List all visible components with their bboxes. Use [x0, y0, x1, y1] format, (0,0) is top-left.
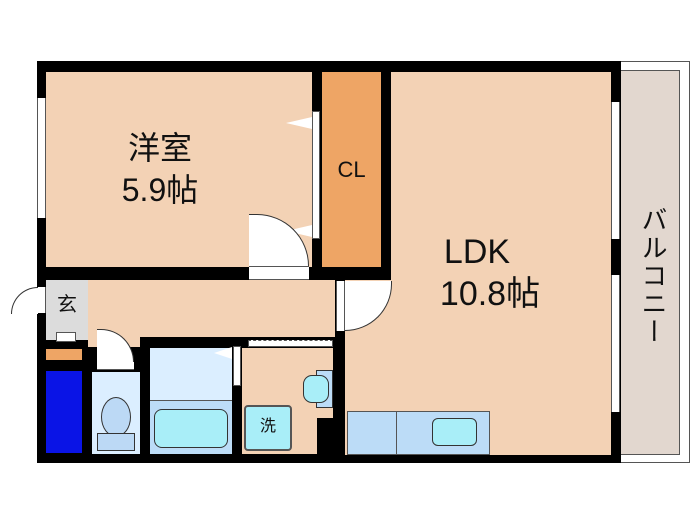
closet: CL: [322, 72, 381, 267]
washing-machine-pan[interactable]: 洗: [244, 405, 292, 451]
entrance-door-frame: [37, 287, 46, 313]
washroom-sliding-door[interactable]: [248, 340, 333, 347]
ldk-door-frame: [336, 281, 345, 331]
entrance: 玄: [46, 280, 88, 340]
ldk-room: LDK 10.8帖: [391, 72, 611, 455]
toilet-tank-icon: [97, 433, 135, 451]
shoe-shelf: [46, 349, 82, 360]
western-room-door-frame: [249, 266, 309, 280]
entrance-door[interactable]: [11, 287, 38, 314]
toilet-bowl-icon: [101, 397, 131, 437]
ldk-name: LDK: [443, 233, 511, 271]
washer-label: 洗: [259, 418, 276, 435]
ldk-window-upper: [611, 102, 620, 239]
closet-label: CL: [337, 157, 366, 182]
entrance-label: 玄: [57, 294, 77, 316]
shoe-box: [46, 371, 82, 453]
closet-door-marker-top: [286, 117, 312, 129]
hallway: [88, 280, 335, 337]
balcony: バルコニー: [618, 70, 680, 455]
bathtub-icon: [154, 409, 228, 448]
kitchen-divider: [396, 411, 397, 455]
closet-door-frame[interactable]: [312, 111, 320, 239]
western-room-window: [37, 98, 46, 218]
wash-basin-icon: [303, 375, 329, 403]
slippers-icon: [56, 332, 76, 342]
western-room-size: 5.9帖: [121, 172, 199, 208]
pipe-shaft: [317, 418, 333, 454]
ldk-size: 10.8帖: [439, 275, 541, 313]
bath-door-marker: [214, 347, 232, 359]
ldk-window-lower: [611, 275, 620, 412]
kitchen-sink-icon: [432, 418, 477, 446]
balcony-label: バルコニー: [638, 206, 668, 346]
bath-door-frame: [233, 346, 241, 386]
western-room-name: 洋室: [127, 130, 192, 166]
